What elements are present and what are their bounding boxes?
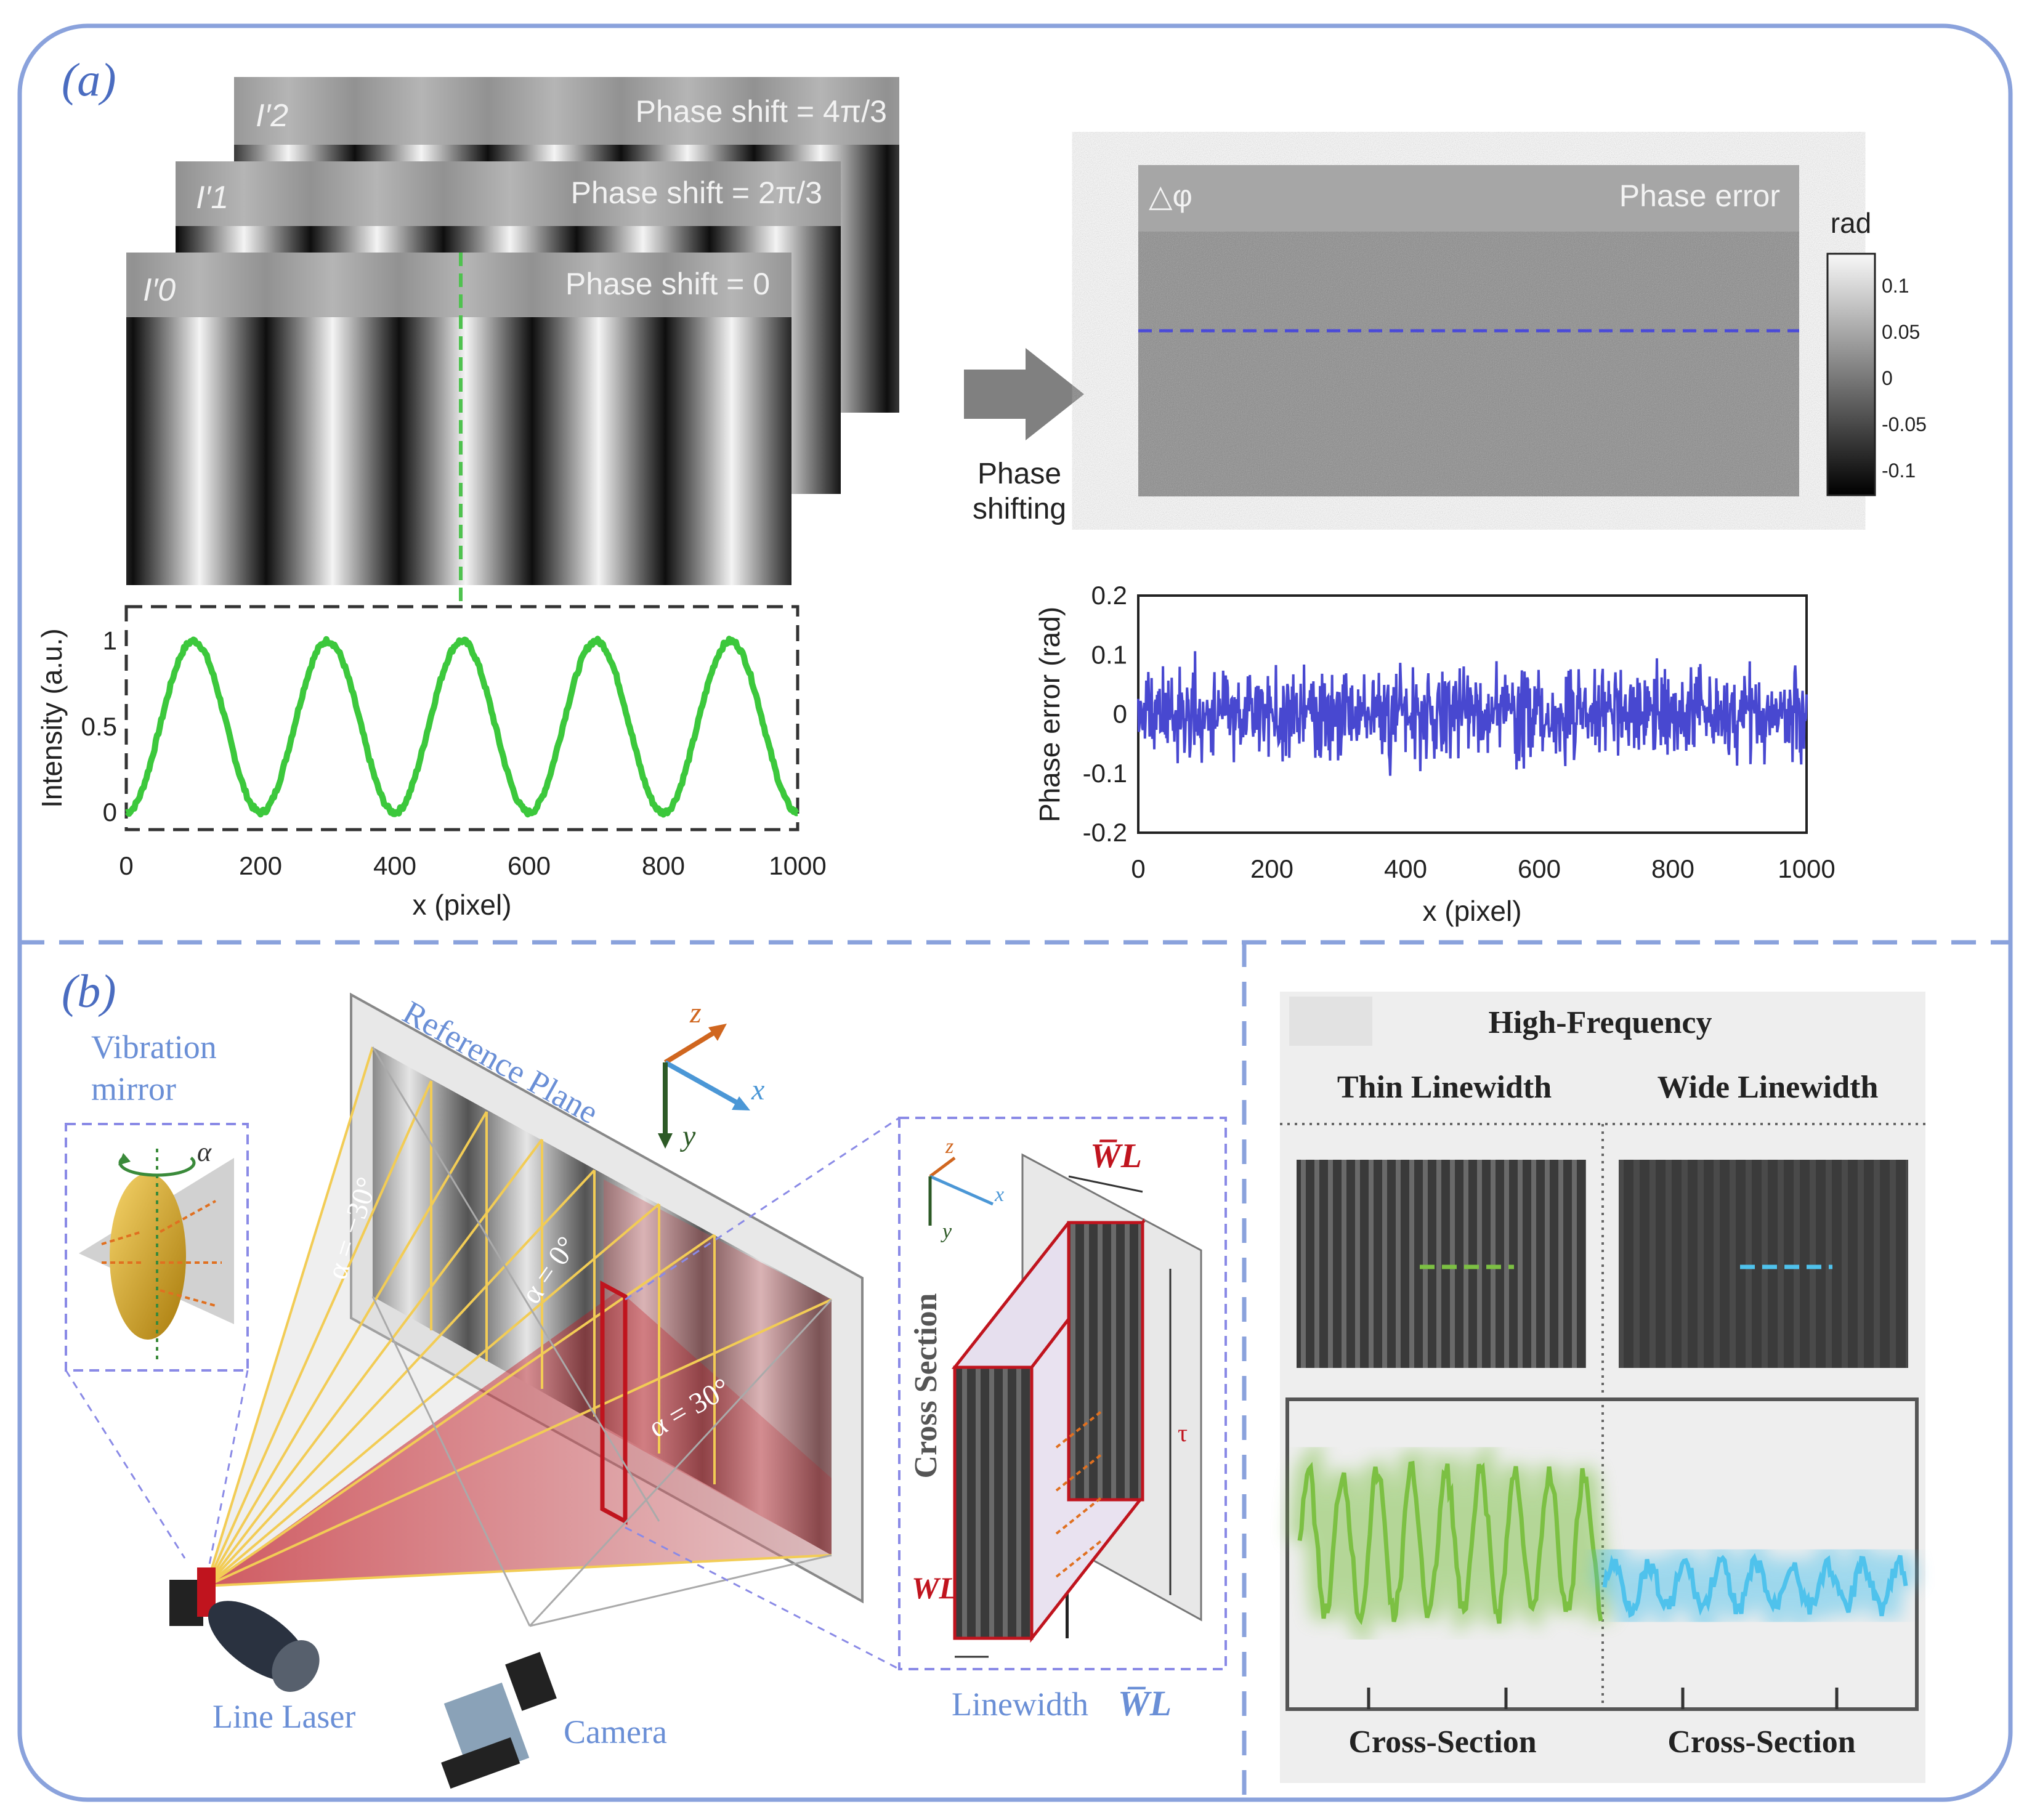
inset-axes-glyph: z x y	[928, 1135, 1004, 1243]
wide-cross-section-curve	[1602, 1553, 1908, 1618]
vibration-mirror-label-1: Vibration	[91, 1029, 217, 1066]
phase-error-xlabel: x (pixel)	[1422, 895, 1521, 927]
phase-error-xtick: 600	[1518, 854, 1561, 883]
frame-1-label: I′1	[196, 180, 229, 216]
high-frequency-heading: High-Frequency	[1488, 1005, 1712, 1040]
intensity-ytick: 0.5	[81, 712, 117, 741]
wl-bar-label: W̅L	[1090, 1137, 1142, 1175]
colorbar-tick-0: 0.1	[1882, 275, 1909, 297]
mirror-disc	[110, 1173, 186, 1340]
panel-b-label: (b)	[62, 966, 116, 1017]
vibration-mirror-label-2: mirror	[91, 1070, 176, 1107]
frame-2-phase: Phase shift = 4π/3	[636, 94, 887, 129]
phase-error-series-line	[1137, 651, 1808, 776]
inset-axis-y: y	[941, 1220, 952, 1243]
intensity-ytick: 0	[103, 798, 117, 827]
wide-fringe-image	[1619, 1160, 1908, 1368]
inset-leader-1	[65, 1370, 186, 1559]
panel-a-label: (a)	[62, 54, 116, 106]
inset-axis-z: z	[945, 1135, 953, 1158]
intensity-xtick: 200	[239, 851, 282, 880]
phase-error-ytick: 0.1	[1091, 640, 1127, 669]
thin-fringe-image	[1297, 1160, 1586, 1368]
frame-0-label: I′0	[143, 272, 176, 308]
camera-label: Camera	[564, 1713, 667, 1750]
colorbar: rad 0.1 0.05 0 -0.05 -0.1	[1826, 207, 1927, 496]
phase-error-ylabel: Phase error (rad)	[1034, 607, 1066, 822]
phase-error-ytick: 0.2	[1091, 581, 1127, 610]
intensity-series-line	[124, 636, 799, 818]
phase-error-chart: 0 200 400 600 800 1000 0.2 0.1 0 -0.1 -0.2 Phase e…	[1034, 581, 1836, 927]
tau-label: τ	[1178, 1419, 1188, 1447]
colorbar-tick-2: 0	[1882, 367, 1893, 389]
panel-c: High-Frequency Thin Linewidth Wide Linew…	[1280, 992, 1925, 1783]
projection-fan	[205, 1046, 833, 1627]
intensity-ytick: 1	[103, 626, 117, 655]
cross-section-right: Cross-Section	[1667, 1725, 1855, 1760]
phase-error-ytick: -0.1	[1083, 759, 1127, 788]
intensity-xlabel: x (pixel)	[412, 889, 511, 921]
cross-section-inset	[625, 1117, 1227, 1670]
axis-x: x	[751, 1074, 764, 1106]
intensity-xtick: 400	[373, 851, 416, 880]
error-map-corner-label: △φ	[1149, 179, 1192, 213]
intensity-xtick: 0	[119, 851, 133, 880]
colorbar-tick-1: 0.05	[1882, 321, 1920, 343]
intensity-ylabel: Intensity (a.u.)	[36, 628, 68, 807]
camera-device	[441, 1652, 557, 1789]
intensity-xtick: 1000	[769, 851, 826, 880]
axis-z: z	[689, 997, 702, 1029]
phase-error-xtick: 200	[1250, 854, 1293, 883]
laser-line-highlight	[600, 1280, 628, 1525]
phase-error-ytick: -0.2	[1083, 818, 1127, 847]
colorbar-tick-3: -0.05	[1882, 413, 1927, 435]
linewidth-symbol: W̅L	[1118, 1683, 1172, 1723]
phase-error-xtick: 0	[1131, 854, 1145, 883]
thin-cross-section-curve	[1297, 1460, 1603, 1625]
intensity-xtick: 800	[642, 851, 685, 880]
intensity-plot-frame	[124, 605, 799, 831]
cross-section-left: Cross-Section	[1348, 1725, 1536, 1760]
wl-label: WL	[912, 1571, 958, 1605]
phase-error-map: △φ Phase error	[1138, 165, 1799, 496]
phase-error-xtick: 1000	[1778, 854, 1835, 883]
linewidth-label: Linewidth	[952, 1686, 1088, 1723]
arrow-label-shifting: shifting	[973, 493, 1066, 525]
frame-0-phase: Phase shift = 0	[565, 267, 770, 301]
phase-error-xtick: 800	[1651, 854, 1694, 883]
outer-frame	[17, 23, 2013, 1802]
phase-error-xtick: 400	[1384, 854, 1427, 883]
phase-error-ytick: 0	[1113, 700, 1127, 729]
axes-glyph: z x y	[658, 997, 764, 1152]
line-laser-device	[169, 1567, 320, 1692]
inset-leader-2	[208, 1370, 249, 1565]
error-map-title: Phase error	[1619, 179, 1780, 213]
frame-1-phase: Phase shift = 2π/3	[571, 176, 822, 210]
arrow-label-phase: Phase	[978, 458, 1061, 490]
axis-y: y	[679, 1120, 696, 1152]
wide-linewidth-heading: Wide Linewidth	[1658, 1070, 1879, 1105]
frame-2-label: I′2	[256, 98, 288, 134]
inset-axis-x: x	[994, 1183, 1004, 1206]
intensity-xtick: 600	[508, 851, 551, 880]
line-laser-label: Line Laser	[213, 1698, 355, 1735]
thin-linewidth-heading: Thin Linewidth	[1337, 1070, 1552, 1105]
colorbar-tick-4: -0.1	[1882, 459, 1916, 482]
colorbar-unit: rad	[1831, 207, 1871, 239]
mirror-inset: α	[65, 1123, 249, 1372]
cross-section-vertical-label: Cross Section	[909, 1293, 944, 1478]
mirror-alpha: α	[197, 1137, 212, 1167]
phase-shifting-arrow	[964, 348, 1084, 440]
cross-section-plot-frame	[1285, 1397, 1919, 1711]
